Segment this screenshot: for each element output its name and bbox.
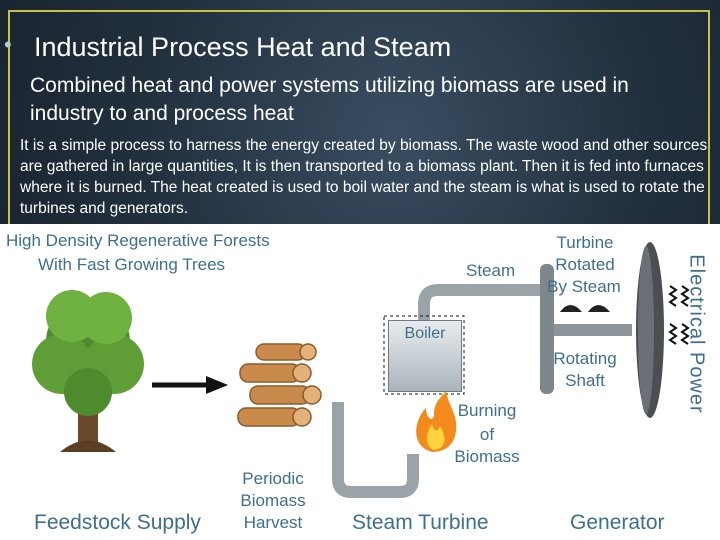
biomass-process-diagram: Boiler High Density Regenerative Forests… [0,224,720,540]
turbine-label-line1: Turbine [556,233,614,252]
boiler-label: Boiler [404,325,446,342]
shaft-label-line1: Rotating [553,349,617,368]
forest-label-line1: High Density Regenerative Forests [6,231,270,250]
burning-label-line3: Biomass [454,447,520,466]
harvest-label-line3: Harvest [243,513,303,532]
flame-icon [416,390,457,452]
section-feedstock-label: Feedstock Supply [34,511,201,534]
logs-icon [237,343,322,427]
section-generator-label: Generator [570,511,665,534]
generator-icon [636,242,664,418]
slide-title: Industrial Process Heat and Steam [34,32,452,62]
title-row: • Industrial Process Heat and Steam [4,30,704,66]
shaft-label-line2: Shaft [565,371,605,390]
burning-label-line2: of [479,425,495,444]
section-turbine-label: Steam Turbine [352,511,489,534]
turbine-label-line2: Rotated [555,255,615,274]
harvest-label-line1: Periodic [242,469,304,488]
electricity-icon [668,285,690,345]
arrow-right-icon [152,376,228,394]
electrical-power-label: Electrical Power [676,234,716,434]
electrical-power-text: Electrical Power [685,254,708,414]
harvest-label-line2: Biomass [240,491,306,510]
turbine-shaft [540,264,632,394]
turbine-label-line3: By Steam [547,277,621,296]
title-bullet: • [4,32,12,57]
burning-label-line1: Burning [457,401,517,420]
boiler: Boiler [388,320,462,392]
steam-pipe [332,284,540,498]
steam-label: Steam [466,261,516,280]
boiler-outline [383,315,465,395]
slide-body-text: It is a simple process to harness the en… [20,137,708,217]
tree-icon [32,290,144,452]
slide-subtitle: Combined heat and power systems utilizin… [30,74,629,125]
forest-label-line2: With Fast Growing Trees [38,255,226,274]
diagram-graphics [32,242,690,498]
